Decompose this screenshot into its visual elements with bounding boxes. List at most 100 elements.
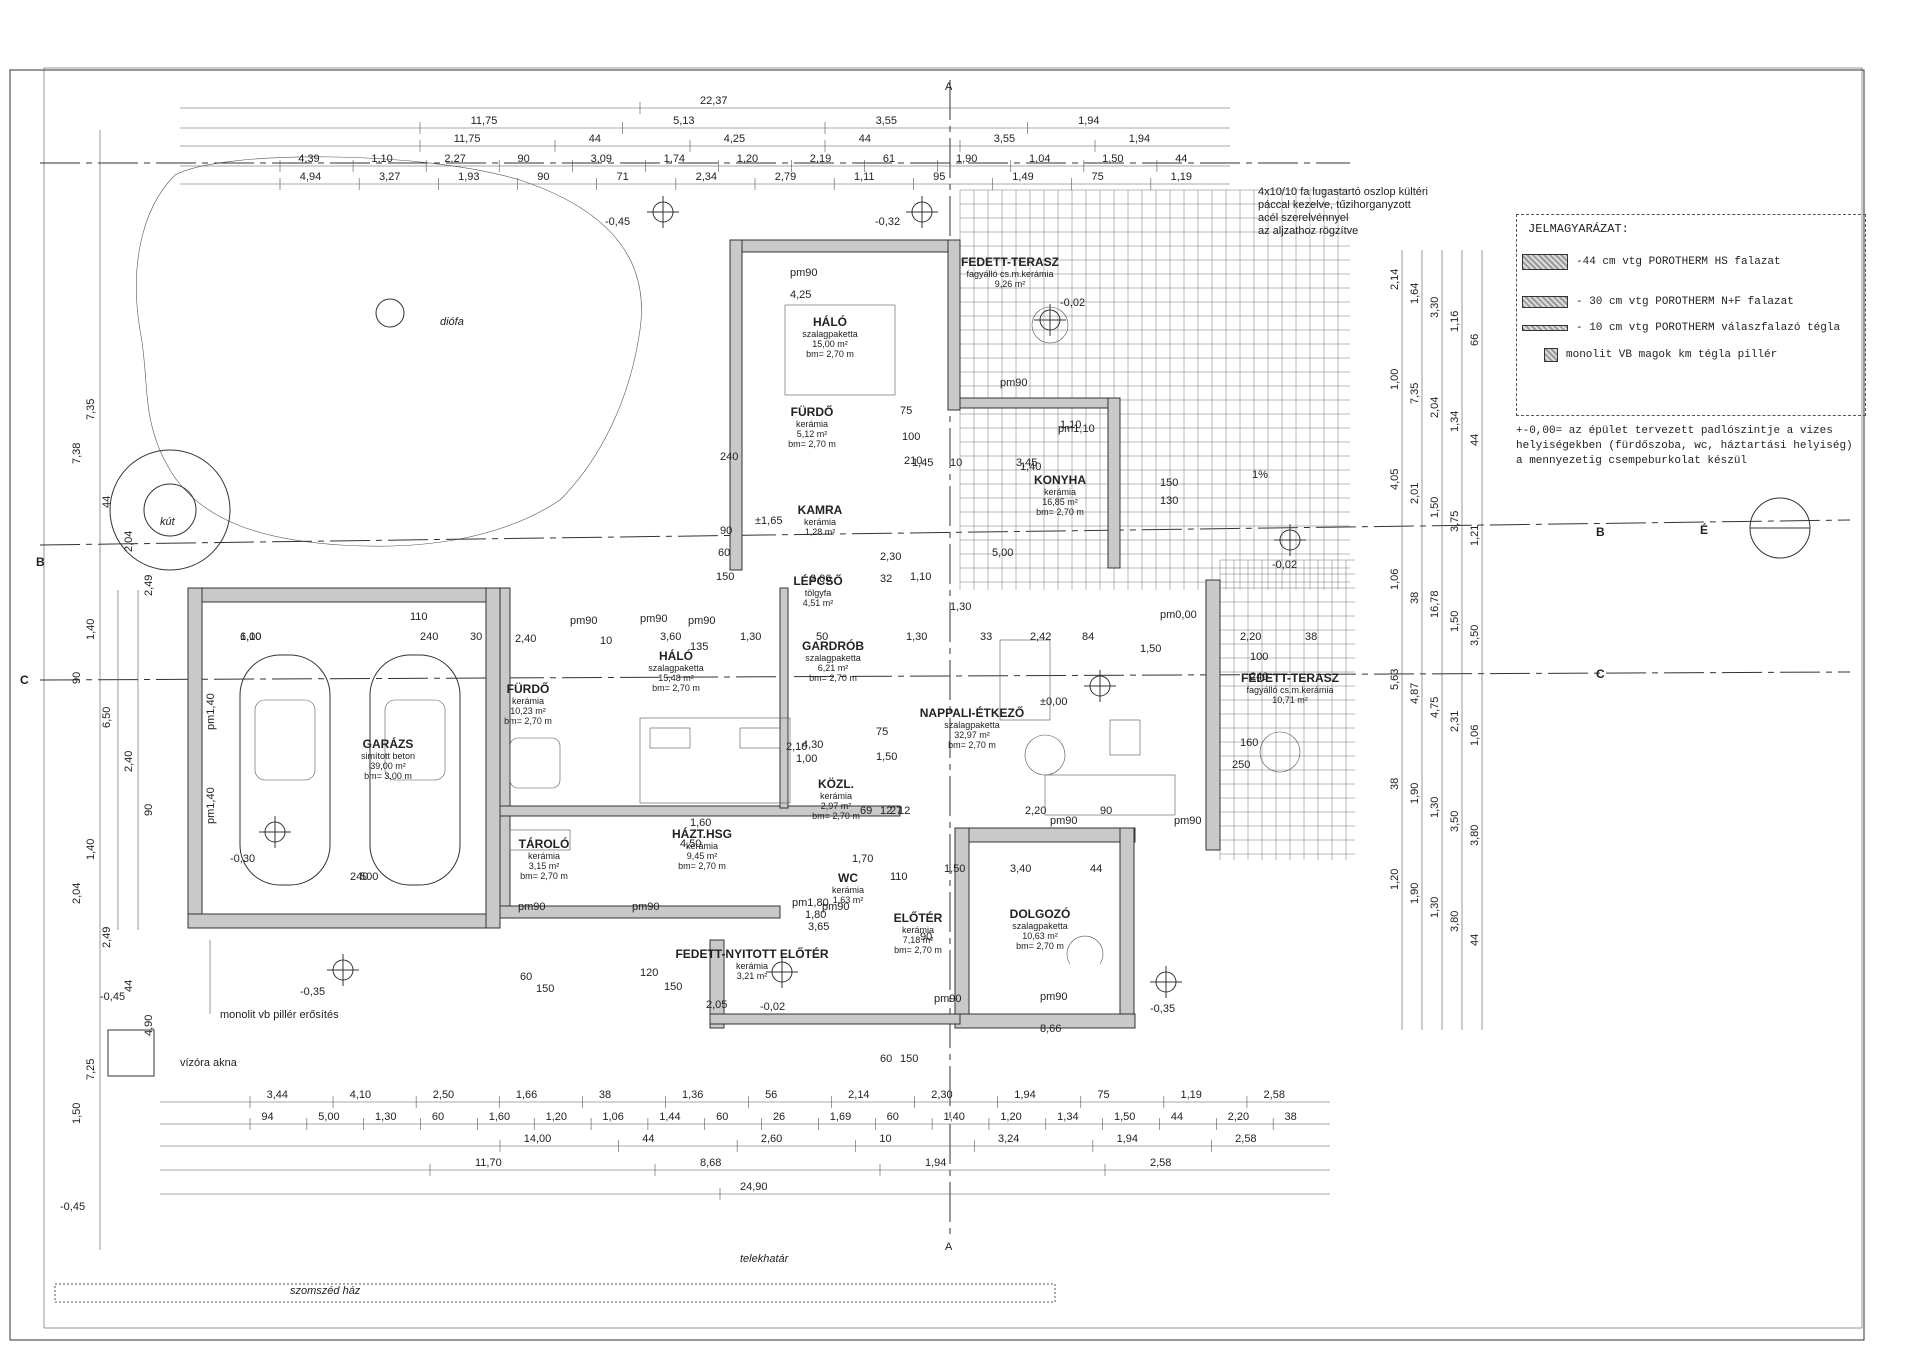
dim-inner: 2,30 [880,551,901,563]
dim-top: 1,74 [664,153,685,165]
room-name: LÉPCSŐ [793,573,842,588]
section-c-left: C [20,673,29,687]
room-area: 7,18 m² [903,935,934,945]
room-name: KÖZL. [818,776,854,791]
dim-inner: 1,50 [876,751,897,763]
room-area: 2,97 m² [821,801,852,811]
dim-top: 44 [1175,153,1187,165]
dim-bottom: 1,69 [830,1111,851,1123]
dim-top: 2,19 [810,153,831,165]
dim-left: 7,25 [85,1059,97,1080]
dim-inner: 2,42 [1030,631,1051,643]
room-height: bm= 2,70 m [812,811,860,821]
dim-top: 11,75 [454,133,481,145]
dim-inner: 60 [718,547,730,559]
dim-inner: 38 [1305,631,1317,643]
dim-top: 95 [933,171,945,183]
dim-inner: 1,30 [950,601,971,613]
room-finish: simított beton [361,751,415,761]
well-inner [143,483,197,537]
dim-bottom: 1,94 [1014,1089,1035,1101]
pm-level: pm1,40 [205,693,217,730]
dim-right: 38 [1389,778,1401,790]
level-value: -0,45 [100,991,125,1003]
dim-inner: 150 [536,983,554,995]
dim-left: 90 [71,672,83,684]
dim-inner: 250 [1232,759,1250,771]
level-value: -0,02 [760,1001,785,1013]
furniture [509,304,1301,965]
dim-inner: 130 [1160,495,1178,507]
dim-top: 1,90 [956,153,977,165]
dim-top: 1,04 [1029,153,1050,165]
dim-inner: 12 [880,805,892,817]
dim-left: 2,04 [123,531,135,552]
room-name: NAPPALI-ÉTKEZŐ [920,705,1024,720]
room-area: 3,21 m² [737,971,768,981]
dim-bottom: 60 [716,1111,728,1123]
pm-level: pm90 [790,267,818,279]
dim-inner: 2,06 [810,573,831,585]
room-area: 15,00 m² [812,339,848,349]
room-finish: kerámia [686,841,718,851]
hatch-30-icon [1522,296,1568,308]
neighbor-label: szomszéd ház [290,1285,361,1297]
neighbor-strip [54,1283,1056,1303]
room-height: bm= 2,70 m [809,673,857,683]
dim-inner: 240 [350,871,368,883]
room-area: 10,71 m² [1272,695,1308,705]
dim-right: 4,05 [1389,469,1401,490]
dim-inner: 2,10 [786,741,807,753]
dim-inner: 5,00 [992,547,1013,559]
dim-inner: 150 [716,571,734,583]
dim-bottom: 1,60 [489,1111,510,1123]
dim-top: 1,49 [1012,171,1033,183]
dim-bottom: 2,58 [1264,1089,1285,1101]
dim-top: 44 [589,133,601,145]
well-outer [109,449,231,571]
pm-level: pm90 [1000,377,1028,389]
legend-title: JELMAGYARÁZAT: [1528,222,1629,236]
dim-top: 4,94 [300,171,321,183]
section-c-right: C [1596,667,1605,681]
room-finish: szalagpaketta [648,663,704,673]
room-name: KAMRA [798,503,843,517]
dim-right: 3,50 [1469,625,1481,646]
dim-bottom: 14,00 [524,1133,552,1145]
dim-inner: 90 [720,525,732,537]
room-area: 39,00 m² [370,761,406,771]
room-finish: kerámia [832,885,864,895]
level-value: ±0,00 [1040,696,1067,708]
water-meter-pit [107,1029,155,1077]
dim-left: 1,50 [71,1103,83,1124]
room-height: bm= 2,70 m [1016,941,1064,951]
dim-top: 1,94 [1129,133,1150,145]
level-value: -0,30 [230,853,255,865]
room-name: FÜRDŐ [507,681,550,696]
room-height: bm= 2,70 m [652,683,700,693]
walnut-tree-outline [136,156,642,547]
dim-bottom: 1,34 [1057,1111,1078,1123]
pm-level: pm1,40 [205,787,217,824]
dim-left: 2,40 [123,751,135,772]
dim-right: 2,14 [1389,269,1401,290]
dim-inner: 3,45 [1016,457,1037,469]
dim-bottom: 3,44 [267,1089,288,1101]
dim-right: 1,00 [1389,369,1401,390]
room-area: 9,26 m² [995,279,1026,289]
dim-inner: 1,80 [805,909,826,921]
room-name: FÜRDŐ [791,404,834,419]
dim-right: 1,34 [1449,411,1461,432]
dim-left: 6,50 [101,707,113,728]
room-height: bm= 2,70 m [504,716,552,726]
room-area: 15,48 m² [658,673,694,683]
dim-bottom: 8,68 [700,1157,721,1169]
dim-right: 3,75 [1449,511,1461,532]
